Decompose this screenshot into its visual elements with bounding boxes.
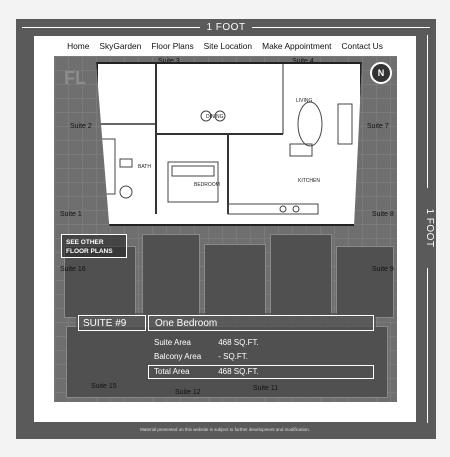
balcony-area-label: Balcony Area (154, 352, 202, 361)
room-label-bath: BATH (138, 164, 151, 170)
suite-info-panel: SUITE #9 One Bedroom Suite Area 468 SQ.F… (76, 313, 376, 383)
floor-plan-drawing: DINING LIVING BATH BEDROOM KITCHEN (98, 64, 353, 215)
suite-area-label: Suite Area (154, 338, 191, 347)
suite-label-15: Suite 15 (91, 383, 117, 390)
suite-label-1: Suite 1 (60, 211, 82, 218)
room-label-kitchen: KITCHEN (298, 178, 320, 184)
total-area-label: Total Area (154, 367, 190, 376)
core-block (204, 244, 266, 316)
nav-site-location[interactable]: Site Location (203, 41, 253, 51)
suite-block (336, 246, 394, 318)
suite-area-row: Suite Area 468 SQ.FT. (154, 338, 259, 347)
room-label-dining: DINING (206, 114, 224, 120)
balcony-area-row: Balcony Area - SQ.FT. (154, 352, 248, 361)
suite-label-8: Suite 8 (372, 211, 394, 218)
balcony-area-value: - SQ.FT. (218, 352, 249, 361)
total-area-box (148, 365, 374, 379)
main-nav: Home SkyGarden Floor Plans Site Location… (34, 36, 416, 56)
north-compass-icon: N (370, 62, 392, 84)
ruler-top: 1 FOOT (16, 19, 436, 35)
suite-label-16: Suite 16 (60, 266, 86, 273)
background-fl-text: FL (64, 68, 86, 88)
ruler-right: 1 FOOT (420, 35, 436, 423)
suite-block (64, 246, 136, 318)
suite-label-7: Suite 7 (367, 123, 389, 130)
nav-make-appointment[interactable]: Make Appointment (262, 41, 332, 51)
total-area-value: 468 SQ.FT. (218, 367, 259, 376)
nav-home[interactable]: Home (67, 41, 90, 51)
see-other-line1: SEE OTHER (66, 239, 104, 246)
compass-label: N (377, 68, 385, 78)
suite-block (270, 234, 332, 316)
suite-type: One Bedroom (148, 315, 374, 331)
see-other-line2: FLOOR PLANS (66, 248, 113, 255)
nav-contact-us[interactable]: Contact Us (341, 41, 383, 51)
ruler-right-label: 1 FOOT (421, 188, 435, 268)
room-label-living: LIVING (296, 98, 313, 104)
footer-disclaimer: Material presented on this website is su… (140, 427, 310, 432)
suite-floor-plan: DINING LIVING BATH BEDROOM KITCHEN (96, 62, 362, 226)
suite-label-9: Suite 9 (372, 266, 394, 273)
suite-area-value: 468 SQ.FT. (218, 338, 259, 347)
suite-label-11: Suite 11 (253, 385, 279, 392)
nav-floor-plans[interactable]: Floor Plans (151, 41, 194, 51)
suite-block (142, 234, 200, 316)
suite-label-3: Suite 3 (158, 58, 180, 65)
suite-number: SUITE #9 (78, 315, 146, 331)
suite-label-4: Suite 4 (292, 58, 314, 65)
see-other-floor-plans-button[interactable]: SEE OTHER FLOOR PLANS (61, 234, 127, 258)
suite-label-12: Suite 12 (175, 389, 201, 396)
suite-label-2: Suite 2 (70, 123, 92, 130)
ruler-top-label: 1 FOOT (206, 21, 246, 33)
total-area-row: Total Area 468 SQ.FT. (154, 367, 259, 376)
room-label-bedroom: BEDROOM (194, 182, 220, 188)
nav-skygarden[interactable]: SkyGarden (99, 41, 142, 51)
